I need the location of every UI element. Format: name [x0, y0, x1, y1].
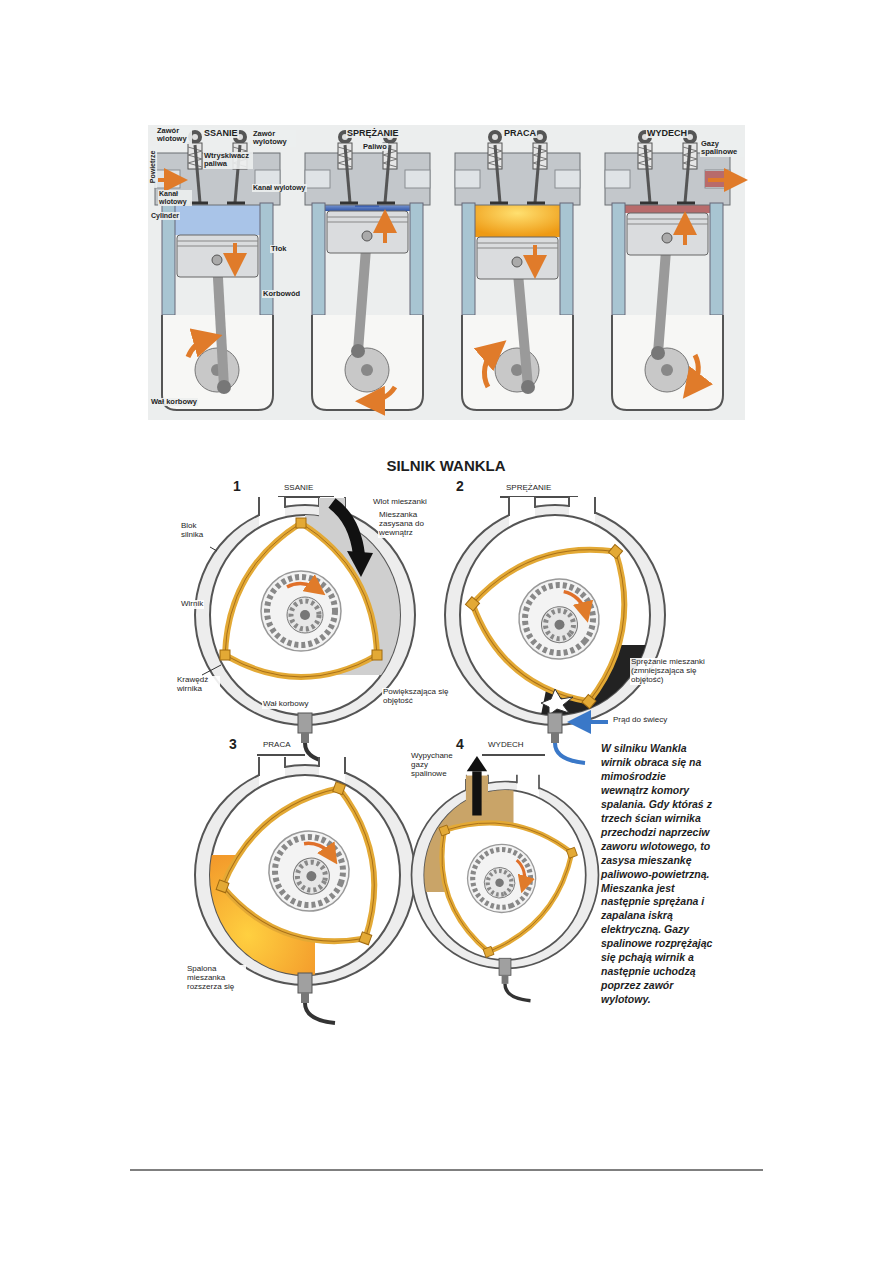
figure-title: SILNIK WANKLA — [370, 458, 522, 475]
engine-panel — [651, 346, 665, 360]
wankel-panel — [347, 551, 373, 577]
part-label: Korbowód — [262, 290, 301, 298]
engine-panel — [383, 221, 387, 243]
part-label: Mieszanka zasysana do wewnątrz — [378, 511, 444, 538]
wankel-panel — [305, 1003, 335, 1023]
part-label: Cylinder — [150, 212, 180, 220]
wankel-panel — [412, 756, 600, 1001]
engine-panel — [370, 387, 395, 401]
wankel-panel — [467, 756, 487, 771]
engine-panel — [305, 130, 430, 410]
part-label: Wlot mieszanki — [372, 498, 428, 507]
engine-panel — [605, 130, 730, 410]
wankel-panel — [505, 984, 531, 1001]
stroke-title: SPRĘŻANIE — [346, 128, 400, 138]
part-label: Powiększająca się objętość — [382, 688, 458, 706]
part-label: Wtryskiwacz paliwa — [203, 152, 253, 169]
engine-panel — [533, 245, 537, 267]
part-label: Sprężanie mieszanki (zmniejszająca się o… — [630, 658, 712, 685]
part-label: Wirnik — [180, 600, 204, 609]
part-label: Gazy spalinowe — [700, 140, 744, 157]
part-label: Zawór wlotowy — [156, 127, 192, 144]
engine-panel — [683, 223, 687, 245]
wankel-panel — [210, 515, 400, 715]
part-label: Tłok — [270, 245, 287, 253]
step-number: 3 — [228, 737, 238, 753]
engine-panel — [692, 355, 698, 387]
wankel-panel — [579, 720, 608, 724]
engine-panel — [477, 237, 558, 279]
step-title: SSANIE — [283, 484, 314, 493]
part-label: Kanał wlotowy — [158, 190, 192, 206]
spark — [541, 689, 573, 715]
engine-panel — [188, 339, 208, 357]
leader-line — [210, 547, 217, 551]
part-label: Wał korbowy — [150, 398, 198, 406]
engine-panel — [217, 380, 231, 394]
engine-panel — [605, 130, 736, 410]
step-title: WYDECH — [487, 741, 525, 750]
stroke-title: SSANIE — [203, 128, 239, 138]
engine-panel — [305, 130, 430, 410]
heading-rule — [257, 754, 305, 756]
description-text: W silniku Wankla wirnik obraca się na mi… — [600, 742, 716, 1007]
wankel-panel — [472, 771, 481, 815]
wankel-panel — [210, 756, 417, 961]
part-label: Prąd do świecy — [612, 716, 668, 725]
engine-panel — [521, 380, 535, 394]
wankel-panel — [412, 775, 599, 969]
wankel-panel — [548, 713, 562, 743]
part-label: Wał korbowy — [262, 700, 310, 709]
engine-panel — [155, 130, 280, 410]
wankel-panel — [298, 713, 312, 743]
step-title: PRACA — [262, 741, 292, 750]
engine-panel — [708, 178, 736, 182]
engine-panel — [484, 350, 495, 387]
wankel-panel — [425, 787, 599, 963]
engine-panel — [177, 235, 258, 277]
engine-panel — [155, 130, 280, 410]
wankel-panel — [455, 496, 681, 722]
engine-panel — [175, 203, 260, 235]
engine-panel — [351, 344, 365, 358]
part-label: Spalona mieszanka rozszerza się — [186, 965, 246, 992]
part-label: Kanał wylotowy — [252, 184, 307, 192]
wankel-panel — [499, 958, 511, 984]
wankel-panel — [455, 496, 681, 722]
footer-rule — [130, 1170, 763, 1171]
wankel-panel — [210, 756, 417, 961]
step-number: 2 — [455, 479, 465, 495]
wankel-panel — [425, 787, 599, 963]
engine-panel — [517, 262, 528, 387]
engine-panel — [327, 211, 408, 253]
step-number: 4 — [455, 737, 465, 753]
step-title: SPRĘŻANIE — [505, 484, 552, 493]
engine-panel — [475, 203, 560, 237]
engine-panel — [455, 130, 580, 410]
engine-panel — [455, 130, 580, 410]
wankel-panel — [332, 503, 359, 555]
heading-rule — [482, 754, 545, 756]
leader-line — [202, 665, 221, 675]
engine-panel — [627, 213, 708, 255]
part-label: Zawór wylotowy — [252, 130, 296, 147]
figure-ground — [148, 125, 745, 420]
part-label: Blok silnika — [180, 522, 216, 540]
wankel-panel — [298, 973, 312, 1003]
engine-panel — [233, 243, 237, 265]
part-label: Wypychane gazy spalinowe — [410, 752, 466, 779]
part-label: Paliwo — [362, 143, 388, 151]
engine-panel — [158, 178, 176, 182]
step-number: 1 — [232, 479, 242, 495]
stroke-title: WYDECH — [646, 128, 688, 138]
engine-panel — [217, 260, 224, 387]
part-label: Powietrze — [149, 146, 157, 188]
stroke-title: PRACA — [503, 128, 537, 138]
wankel-panel — [445, 496, 681, 763]
part-label: Krawędź wirnika — [176, 676, 220, 694]
wankel-panel — [555, 743, 585, 763]
